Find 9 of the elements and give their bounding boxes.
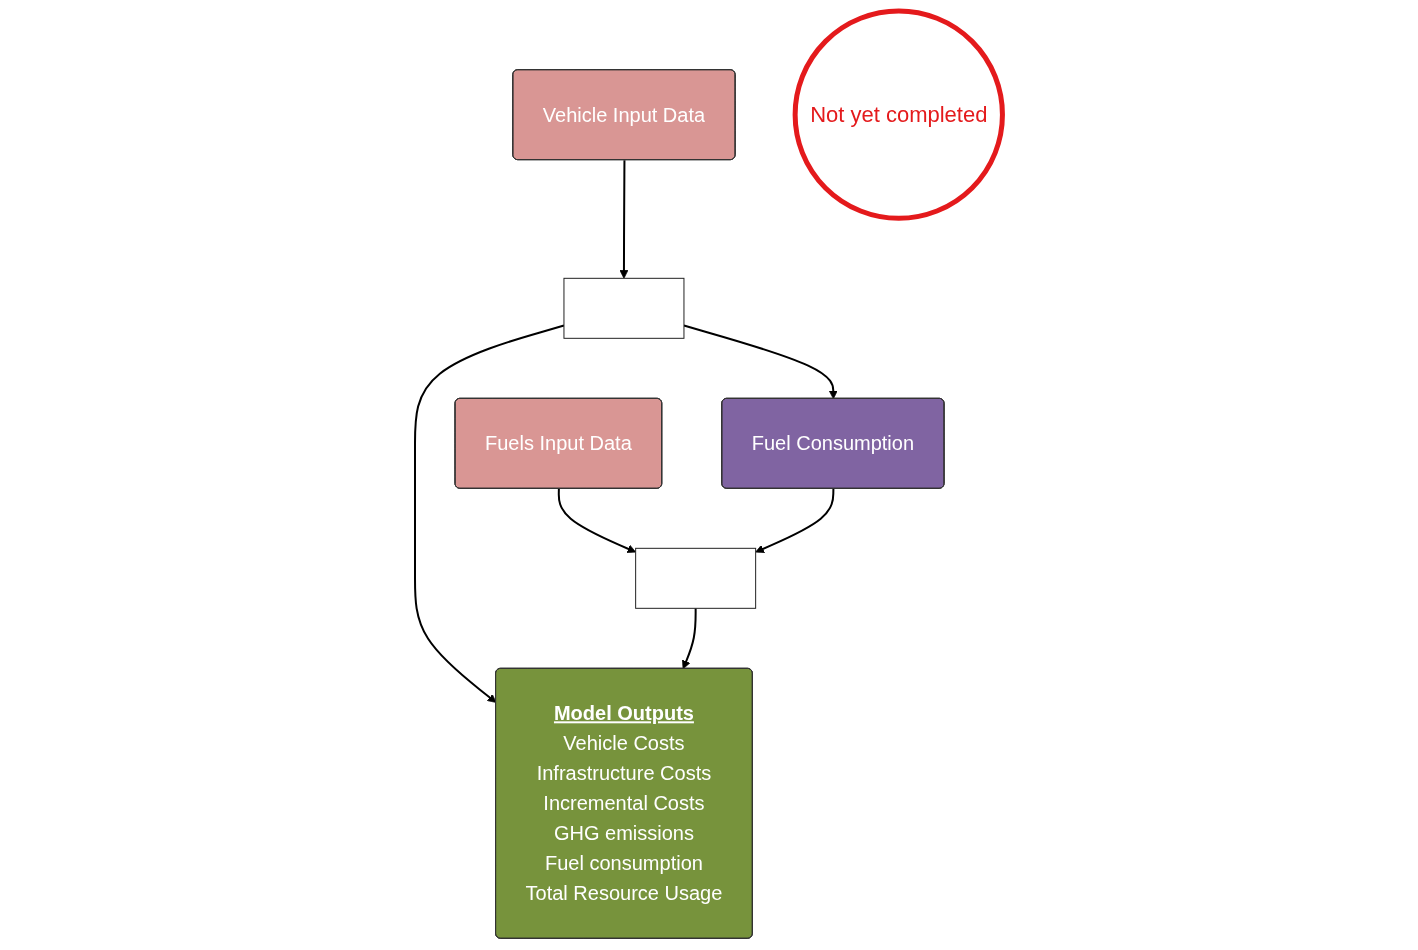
arrow [619,159,629,280]
arrow [683,324,838,400]
node-box [563,278,685,340]
node-box [635,548,757,610]
arrow [414,324,566,704]
arrow [682,607,697,670]
node-circle: Not yet completed [792,8,1006,222]
arrow [755,488,835,554]
arrow [558,488,637,554]
